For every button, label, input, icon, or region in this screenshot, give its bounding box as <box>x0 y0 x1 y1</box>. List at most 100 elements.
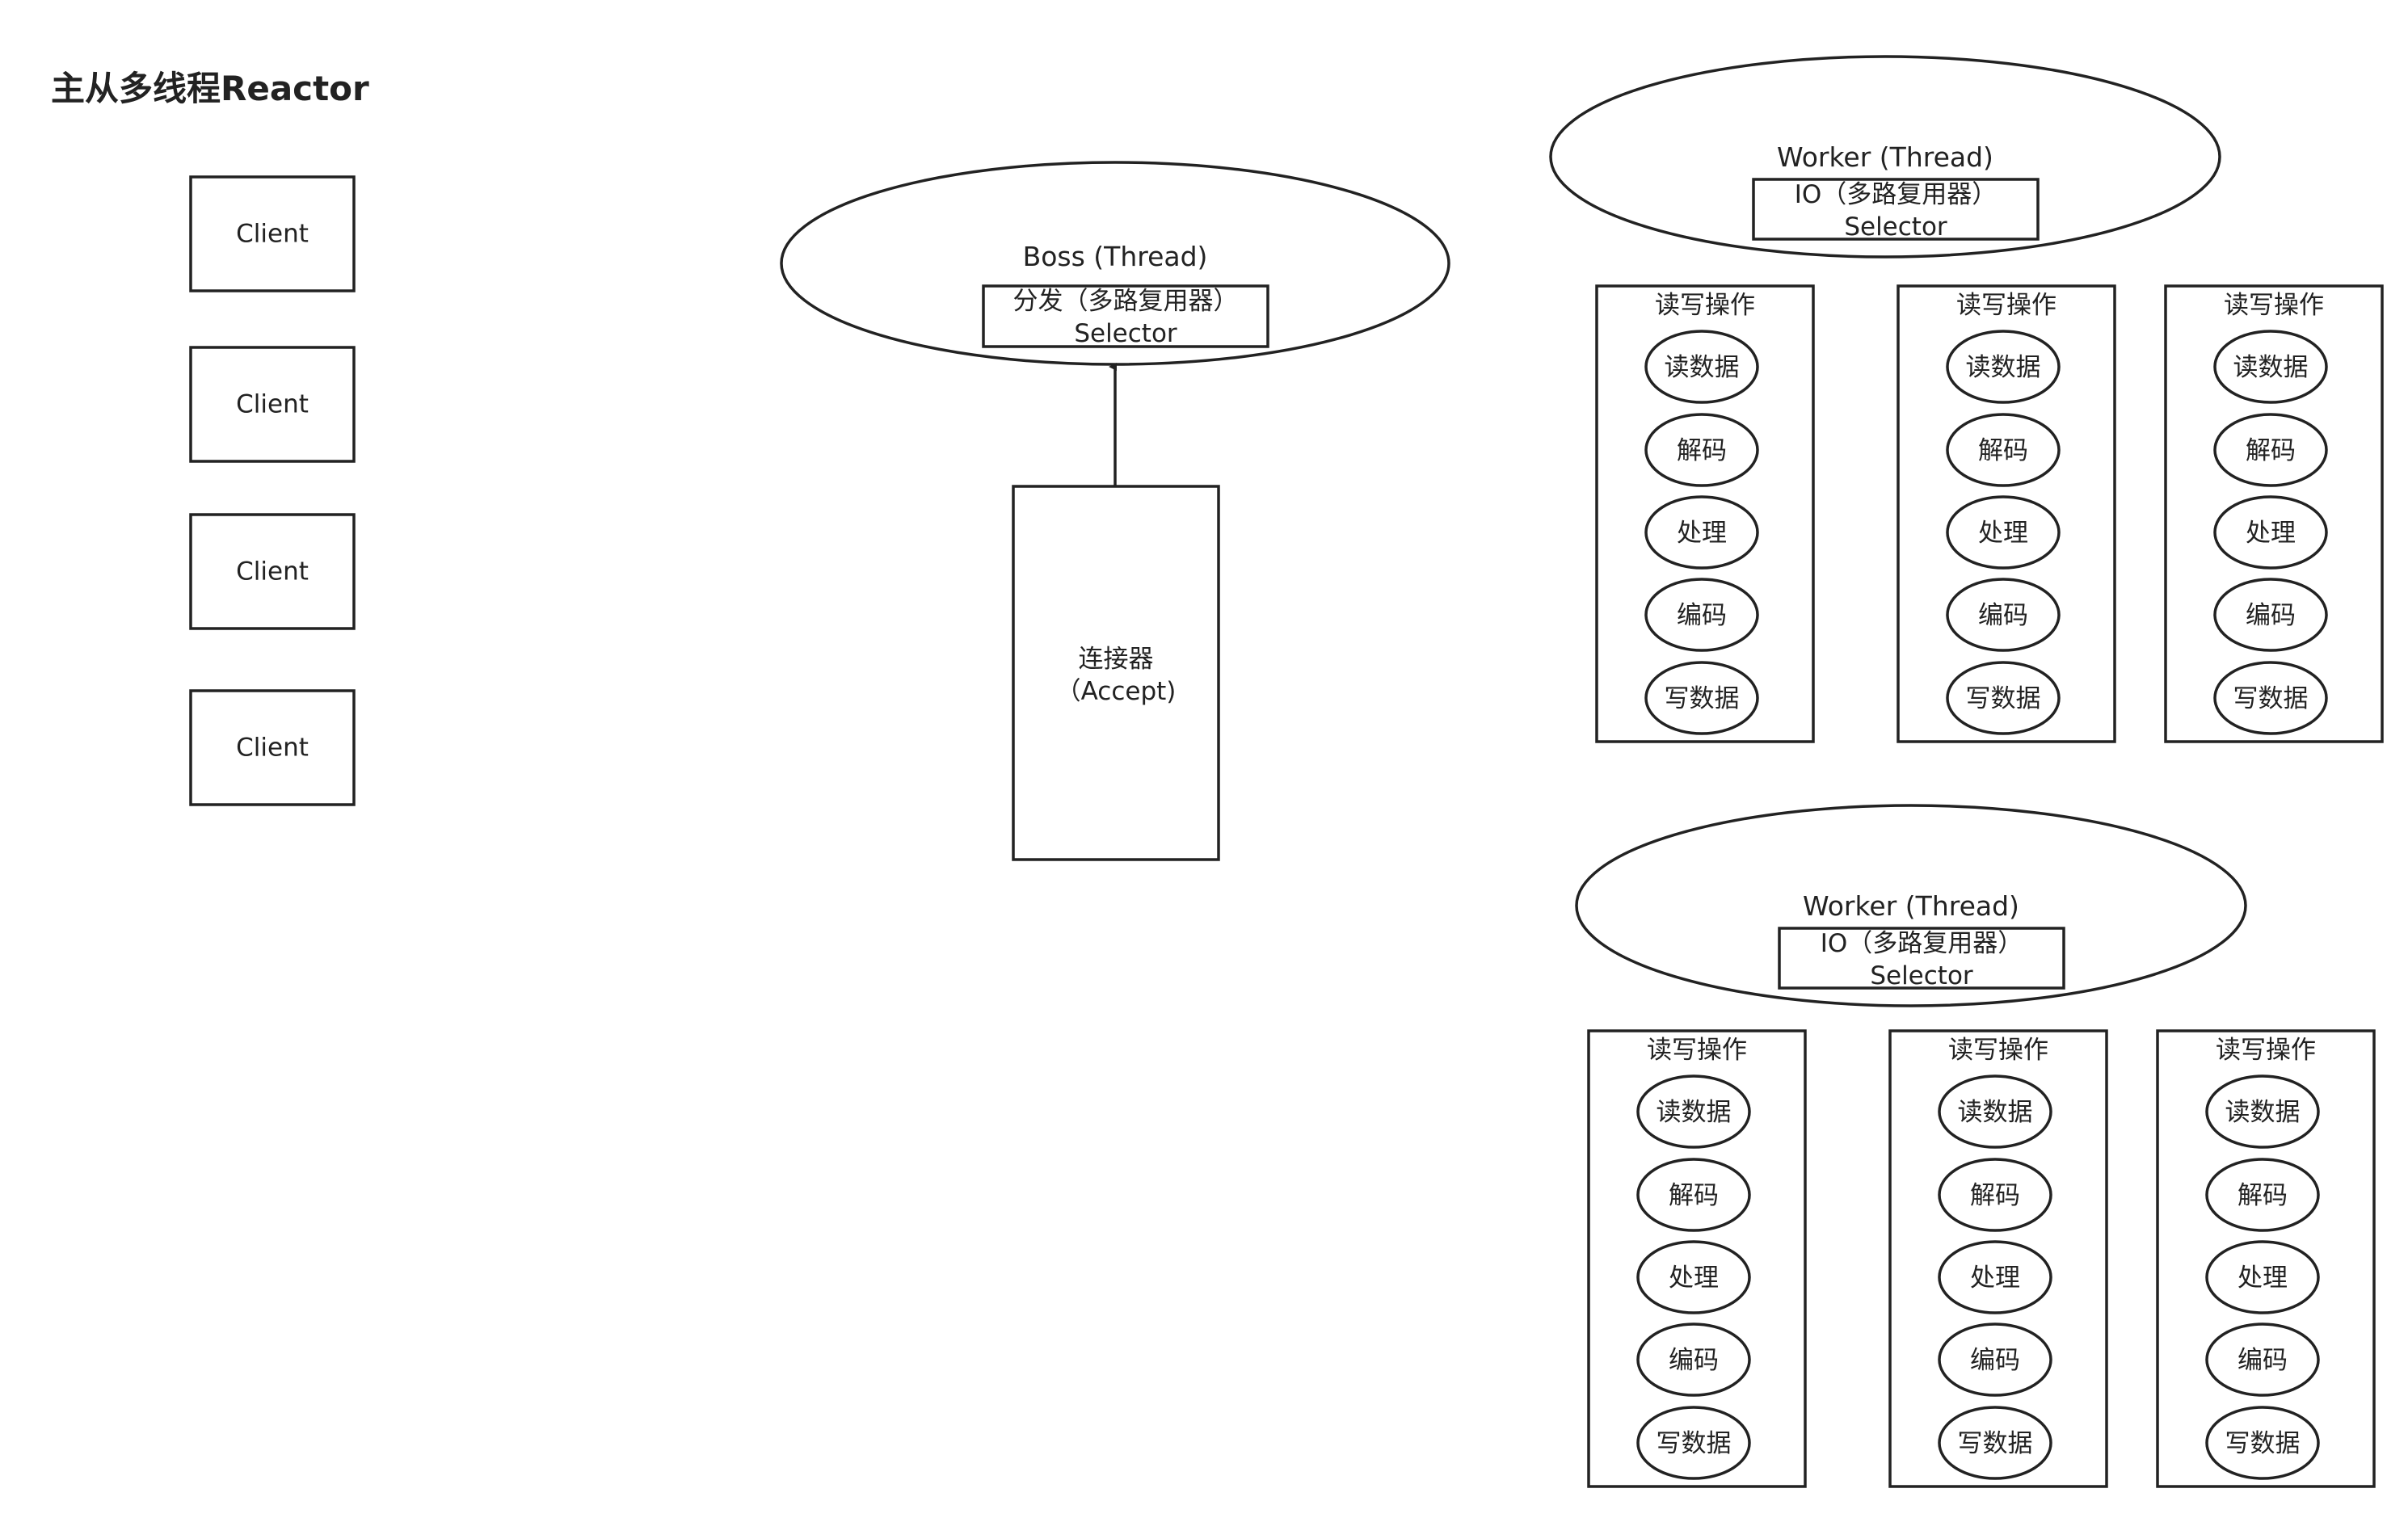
worker-thread: Worker (Thread) IO（多路复用器） Selector <box>1549 55 2221 259</box>
ops-step: 解码 <box>1938 1158 2052 1232</box>
client-column: Client Client Client Client <box>189 175 356 806</box>
ops-step-label: 写数据 <box>2225 1429 2301 1458</box>
ops-step-ellipse <box>1938 1406 2052 1480</box>
client-label: Client <box>236 220 309 249</box>
ops-step-label: 解码 <box>2246 436 2296 465</box>
ops-step-ellipse <box>1946 578 2061 652</box>
ops-step-ellipse <box>1938 1074 2052 1149</box>
client-box: Client <box>189 346 356 463</box>
ops-step-ellipse <box>1946 330 2061 404</box>
ops-step-label: 编码 <box>1669 1346 1719 1375</box>
acceptor-label: 连接器 <box>1079 645 1154 674</box>
ops-step-label: 处理 <box>1677 519 1727 548</box>
acceptor-box: 连接器 （Accept) <box>1012 485 1220 861</box>
ops-step-ellipse <box>2213 578 2328 652</box>
ops-step-ellipse <box>2205 1322 2320 1397</box>
ops-step: 读数据 <box>2205 1074 2320 1149</box>
worker-thread: Worker (Thread) IO（多路复用器） Selector <box>1575 804 2247 1007</box>
ops-group-label: 读写操作 <box>2216 1036 2316 1065</box>
ops-step: 写数据 <box>2205 1406 2320 1480</box>
ops-step: 写数据 <box>1946 661 2061 735</box>
ops-step-label: 解码 <box>2238 1181 2288 1210</box>
ops-step-ellipse <box>1946 661 2061 735</box>
boss-selector-label: 分发（多路复用器） <box>1013 287 1239 316</box>
ops-step-ellipse <box>1636 1158 1751 1232</box>
ops-group-label: 读写操作 <box>2224 291 2324 320</box>
boss-thread-label: Boss (Thread) <box>1023 241 1208 272</box>
boss-thread: Boss (Thread) 分发（多路复用器） Selector <box>780 161 1450 366</box>
ops-step: 编码 <box>1946 578 2061 652</box>
ops-step-ellipse <box>1938 1240 2052 1314</box>
ops-step-label: 解码 <box>1669 1181 1719 1210</box>
ops-step-ellipse <box>1636 1074 1751 1149</box>
acceptor-sublabel: （Accept) <box>1056 677 1177 706</box>
ops-step-label: 编码 <box>1677 601 1727 630</box>
ops-step-label: 解码 <box>1970 1181 2020 1210</box>
boss-selector-sublabel: Selector <box>1074 319 1177 348</box>
ops-step-label: 编码 <box>1970 1346 2020 1375</box>
ops-step-label: 读数据 <box>1966 353 2041 382</box>
ops-step: 读数据 <box>1946 330 2061 404</box>
ops-step: 编码 <box>1938 1322 2052 1397</box>
ops-step-ellipse <box>1644 661 1759 735</box>
ops-step: 写数据 <box>1636 1406 1751 1480</box>
ops-step-label: 处理 <box>1978 519 2028 548</box>
read-write-ops-groups: 读写操作读数据解码处理编码写数据读写操作读数据解码处理编码写数据读写操作读数据解… <box>1587 284 2384 1488</box>
ops-step-label: 读数据 <box>1665 353 1740 382</box>
worker-selector-label: IO（多路复用器） <box>1821 929 2023 958</box>
ops-step-ellipse <box>2205 1240 2320 1314</box>
ops-step: 读数据 <box>1636 1074 1751 1149</box>
ops-step-ellipse <box>2213 330 2328 404</box>
client-box: Client <box>189 175 356 292</box>
boss-selector-box: 分发（多路复用器） Selector <box>982 284 1269 348</box>
ops-step-ellipse <box>1636 1406 1751 1480</box>
ops-step-ellipse <box>2213 495 2328 570</box>
ops-step: 写数据 <box>1938 1406 2052 1480</box>
client-label: Client <box>236 557 309 587</box>
ops-step: 处理 <box>1636 1240 1751 1314</box>
ops-step-ellipse <box>1946 495 2061 570</box>
ops-step-ellipse <box>1636 1322 1751 1397</box>
client-label: Client <box>236 734 309 763</box>
ops-group-label: 读写操作 <box>1647 1036 1747 1065</box>
ops-step-label: 编码 <box>2246 601 2296 630</box>
ops-step-ellipse <box>1644 330 1759 404</box>
ops-step-ellipse <box>2205 1074 2320 1149</box>
ops-step-label: 处理 <box>2246 519 2296 548</box>
ops-step: 编码 <box>2205 1322 2320 1397</box>
ops-step-ellipse <box>2205 1158 2320 1232</box>
worker-selector-box: IO（多路复用器） Selector <box>1752 178 2040 242</box>
ops-step-label: 处理 <box>1669 1264 1719 1293</box>
ops-step-label: 编码 <box>2238 1346 2288 1375</box>
client-box: Client <box>189 513 356 630</box>
ops-step-label: 解码 <box>1978 436 2028 465</box>
ops-step: 处理 <box>1938 1240 2052 1314</box>
ops-step-label: 写数据 <box>1958 1429 2033 1458</box>
ops-step-ellipse <box>2213 661 2328 735</box>
ops-step-ellipse <box>1938 1158 2052 1232</box>
ops-step-ellipse <box>1946 413 2061 487</box>
ops-step: 解码 <box>1644 413 1759 487</box>
ops-step-ellipse <box>1938 1322 2052 1397</box>
ops-step-ellipse <box>1644 413 1759 487</box>
ops-step-label: 写数据 <box>1665 684 1740 713</box>
ops-step: 写数据 <box>1644 661 1759 735</box>
worker-selector-sublabel: Selector <box>1870 961 1973 990</box>
ops-step: 解码 <box>2213 413 2328 487</box>
ops-step: 处理 <box>1644 495 1759 570</box>
ops-step: 解码 <box>1636 1158 1751 1232</box>
worker-selector-label: IO（多路复用器） <box>1795 180 1998 209</box>
ops-step-label: 写数据 <box>1657 1429 1732 1458</box>
ops-step: 解码 <box>2205 1158 2320 1232</box>
ops-step-label: 解码 <box>1677 436 1727 465</box>
ops-step-label: 读数据 <box>2233 353 2309 382</box>
worker-thread-label: Worker (Thread) <box>1777 141 1993 173</box>
ops-step-ellipse <box>2213 413 2328 487</box>
ops-step: 处理 <box>2213 495 2328 570</box>
ops-group-label: 读写操作 <box>1948 1036 2048 1065</box>
